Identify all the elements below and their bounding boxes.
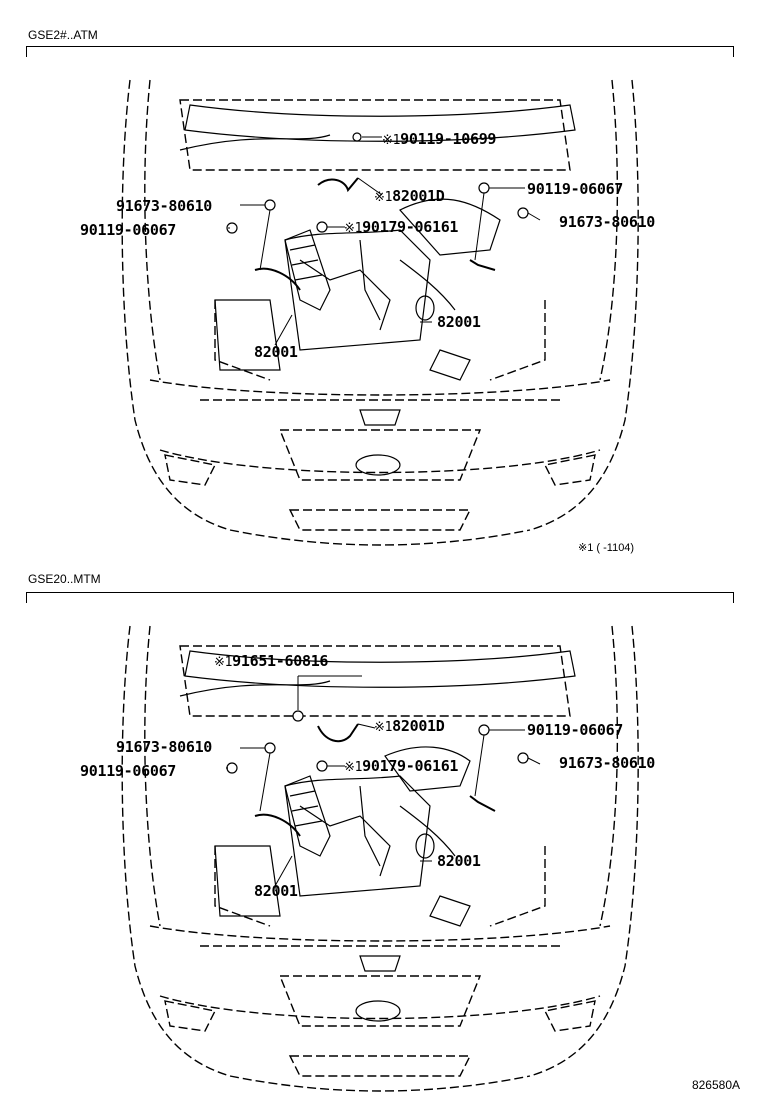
callout-91673-80610-left: 91673-80610	[116, 197, 212, 215]
part-number: 82001	[437, 313, 481, 331]
callout-90179-06161: ※190179-06161	[344, 757, 458, 775]
section-mtm: GSE20..MTM	[0, 560, 760, 1112]
callout-90179-06161: ※190179-06161	[344, 218, 458, 236]
part-number: 82001D	[392, 717, 445, 735]
callout-82001-right: 82001	[437, 313, 481, 331]
callout-91673-80610-right: 91673-80610	[559, 213, 655, 231]
part-number: 91673-80610	[559, 213, 656, 231]
part-number: 82001D	[392, 187, 445, 205]
part-number: 90179-06161	[362, 757, 459, 775]
part-number: 90119-06067	[80, 762, 177, 780]
part-number: 90179-06161	[362, 218, 459, 236]
part-number: 91651-60816	[232, 652, 329, 670]
footnote: ※1 ( -1104)	[578, 542, 635, 554]
diagram-id: 826580A	[691, 1078, 740, 1092]
section-atm: GSE2#..ATM	[26, 28, 734, 554]
section-title: GSE20..MTM	[28, 572, 101, 586]
part-number: 82001	[437, 852, 481, 870]
callout-91651-60816: ※191651-60816	[214, 652, 328, 670]
part-number: 90119-06067	[527, 721, 624, 739]
note-mark: ※1	[344, 760, 363, 775]
callout-90119-06067-left: 90119-06067	[80, 762, 176, 780]
section-bracket	[26, 46, 734, 57]
part-number: 82001	[254, 882, 298, 900]
callout-82001D: ※182001D	[374, 187, 445, 205]
part-number: 90119-06067	[80, 221, 177, 239]
part-number: 90119-06067	[527, 180, 624, 198]
part-number: 82001	[254, 343, 298, 361]
callout-82001D: ※182001D	[374, 717, 445, 735]
part-number: 90119-10699	[400, 130, 497, 148]
part-number: 91673-80610	[116, 738, 213, 756]
callout-90119-06067-left: 90119-06067	[80, 221, 176, 239]
callout-82001-left: 82001	[254, 343, 298, 361]
part-number: 91673-80610	[559, 754, 656, 772]
callout-91673-80610-right: 91673-80610	[559, 754, 655, 772]
section-bracket	[26, 592, 734, 603]
callout-90119-10699: ※190119-10699	[382, 130, 496, 148]
engine-bay-illustration	[121, 79, 639, 546]
note-mark: ※1	[374, 190, 393, 205]
note-mark: ※1	[214, 655, 233, 670]
callout-82001-right: 82001	[437, 852, 481, 870]
note-mark: ※1	[374, 720, 393, 735]
note-mark: ※1	[344, 221, 363, 236]
callout-91673-80610-left: 91673-80610	[116, 738, 212, 756]
callout-90119-06067-right: 90119-06067	[527, 721, 623, 739]
section-title: GSE2#..ATM	[28, 28, 98, 42]
callout-90119-06067-right: 90119-06067	[527, 180, 623, 198]
note-mark: ※1	[382, 133, 401, 148]
engine-bay-illustration	[121, 625, 639, 1092]
part-number: 91673-80610	[116, 197, 213, 215]
callout-82001-left: 82001	[254, 882, 298, 900]
